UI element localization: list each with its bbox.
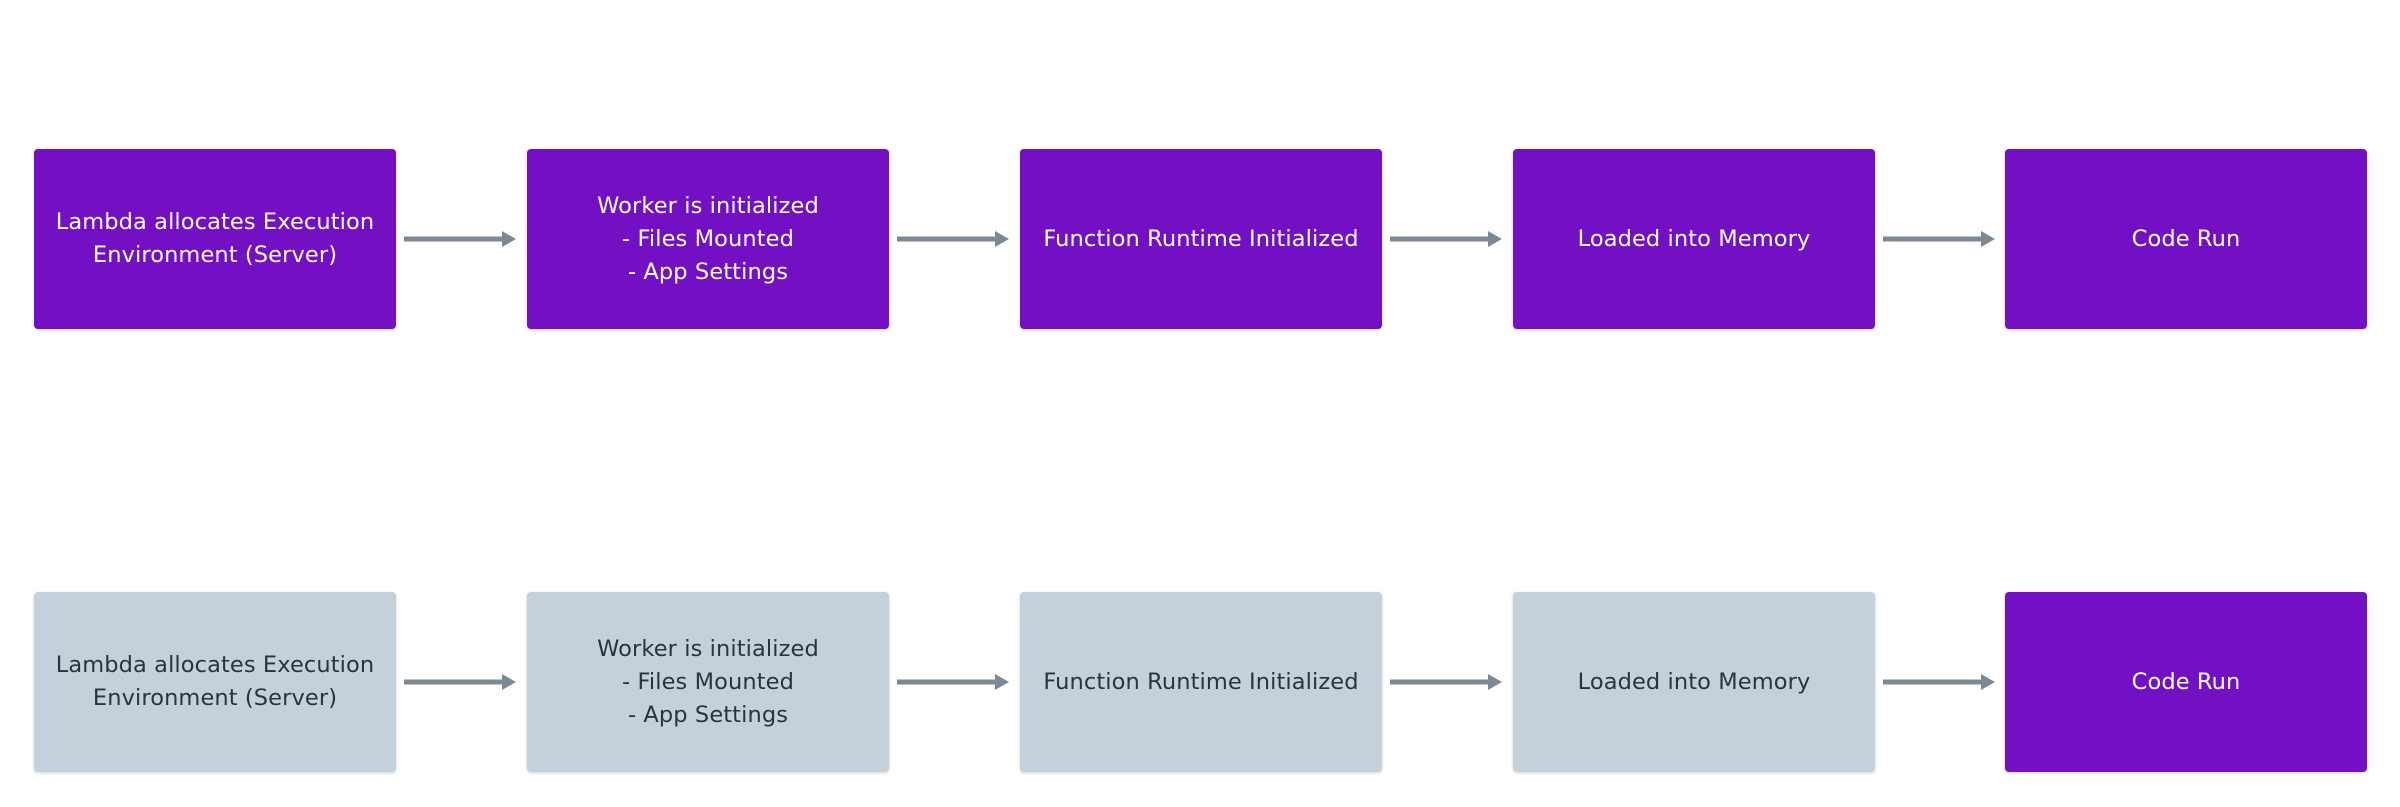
step-label: Loaded into Memory	[1577, 225, 1811, 252]
step-label: Lambda allocates Execution Environment (…	[55, 652, 375, 711]
step-label: Lambda allocates Execution Environment (…	[55, 209, 375, 268]
step-allocate-environment-box: Lambda allocates Execution Environment (…	[34, 592, 396, 772]
arrow-connector	[1390, 674, 1502, 690]
arrow-connector	[897, 231, 1009, 247]
step-label: Worker is initialized - Files Mounted - …	[597, 635, 819, 728]
step-runtime-initialized-box: Function Runtime Initialized	[1020, 149, 1382, 329]
step-label: Function Runtime Initialized	[1043, 668, 1359, 695]
step-code-run-box: Code Run	[2005, 592, 2367, 772]
step-loaded-into-memory-box: Loaded into Memory	[1513, 592, 1875, 772]
step-allocate-environment-box: Lambda allocates Execution Environment (…	[34, 149, 396, 329]
step-label: Worker is initialized - Files Mounted - …	[597, 192, 819, 285]
arrow-connector	[1390, 231, 1502, 247]
arrow-connector	[404, 674, 516, 690]
step-worker-initialized-box: Worker is initialized - Files Mounted - …	[527, 592, 889, 772]
step-worker-initialized-box: Worker is initialized - Files Mounted - …	[527, 149, 889, 329]
flow-row-2: Lambda allocates Execution Environment (…	[0, 592, 2400, 772]
step-loaded-into-memory-box: Loaded into Memory	[1513, 149, 1875, 329]
arrow-connector	[404, 231, 516, 247]
flow-row-1: Lambda allocates Execution Environment (…	[0, 149, 2400, 329]
step-label: Loaded into Memory	[1577, 668, 1811, 695]
step-label: Code Run	[2131, 668, 2241, 695]
step-label: Code Run	[2131, 225, 2241, 252]
arrow-connector	[1883, 674, 1995, 690]
step-runtime-initialized-box: Function Runtime Initialized	[1020, 592, 1382, 772]
step-code-run-box: Code Run	[2005, 149, 2367, 329]
arrow-connector	[1883, 231, 1995, 247]
step-label: Function Runtime Initialized	[1043, 225, 1359, 252]
arrow-connector	[897, 674, 1009, 690]
